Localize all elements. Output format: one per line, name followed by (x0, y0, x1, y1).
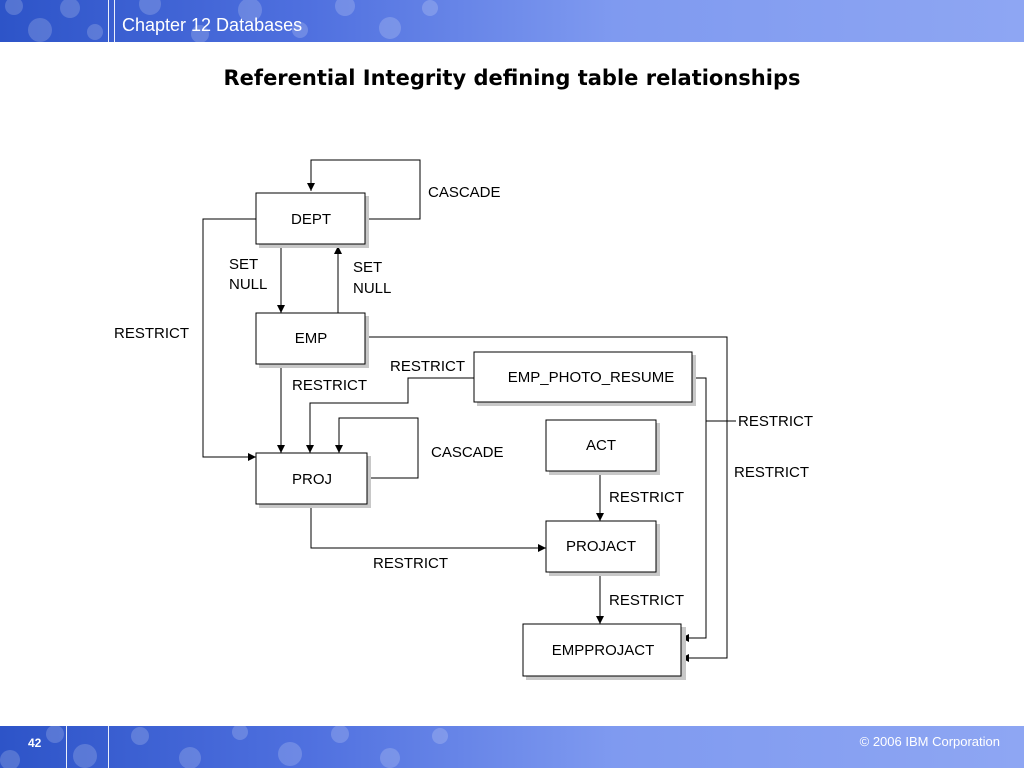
label-emp-dept-set: SET (353, 259, 382, 276)
node-projact-label: PROJACT (566, 538, 636, 555)
node-projact: PROJACT (545, 520, 660, 576)
relationship-diagram: DEPT EMP EMP_PHOTO_RESUME PROJ ACT PROJA… (114, 159, 813, 680)
chapter-title: Chapter 12 Databases (122, 15, 303, 35)
footer-divider (108, 726, 109, 768)
footer-bar (0, 726, 1024, 768)
label-emp-empprojact-restrict-lower: RESTRICT (734, 464, 809, 481)
slide-title: Referential Integrity defining table rel… (223, 66, 801, 90)
header-divider (114, 0, 115, 42)
node-proj-label: PROJ (292, 471, 332, 488)
label-projact-empprojact-restrict: RESTRICT (609, 592, 684, 609)
edge-dept-self-cascade (307, 159, 421, 220)
header-decoration (5, 0, 438, 42)
edge-photo-empprojact-inner (681, 377, 707, 642)
edge-proj-projact (310, 504, 546, 552)
label-dept-proj-restrict: RESTRICT (114, 325, 189, 342)
node-act: ACT (545, 419, 660, 475)
footer-divider (66, 726, 67, 768)
node-dept: DEPT (255, 192, 369, 248)
label-dept-self-cascade: CASCADE (428, 184, 501, 201)
node-act-label: ACT (586, 437, 616, 454)
node-emp-photo-resume: EMP_PHOTO_RESUME (473, 351, 696, 406)
label-emp-proj-restrict: RESTRICT (292, 377, 367, 394)
label-emp-empprojact-restrict-upper: RESTRICT (738, 413, 813, 430)
node-emp-photo-resume-label: EMP_PHOTO_RESUME (508, 369, 674, 386)
footer-decoration (0, 726, 448, 768)
node-emp-label: EMP (295, 330, 328, 347)
label-act-projact-restrict: RESTRICT (609, 489, 684, 506)
label-dept-emp-null: NULL (229, 276, 267, 293)
label-photo-proj-restrict: RESTRICT (390, 358, 465, 375)
label-dept-emp-set: SET (229, 256, 258, 273)
node-proj: PROJ (255, 452, 371, 508)
header-divider (108, 0, 109, 42)
edge-emp-empprojact-outer (365, 336, 728, 662)
edge-photo-proj (306, 377, 474, 453)
node-dept-label: DEPT (291, 211, 331, 228)
node-emp: EMP (255, 312, 369, 368)
edge-proj-self-cascade (335, 417, 419, 479)
label-emp-dept-null: NULL (353, 280, 391, 297)
copyright: © 2006 IBM Corporation (859, 734, 1000, 749)
node-empprojact: EMPPROJACT (522, 623, 686, 680)
label-proj-projact-restrict: RESTRICT (373, 555, 448, 572)
page-number: 42 (28, 736, 42, 750)
label-proj-self-cascade: CASCADE (431, 444, 504, 461)
header-bar: Chapter 12 Databases (0, 0, 1024, 42)
edge-dept-proj (202, 218, 256, 461)
node-empprojact-label: EMPPROJACT (552, 642, 655, 659)
